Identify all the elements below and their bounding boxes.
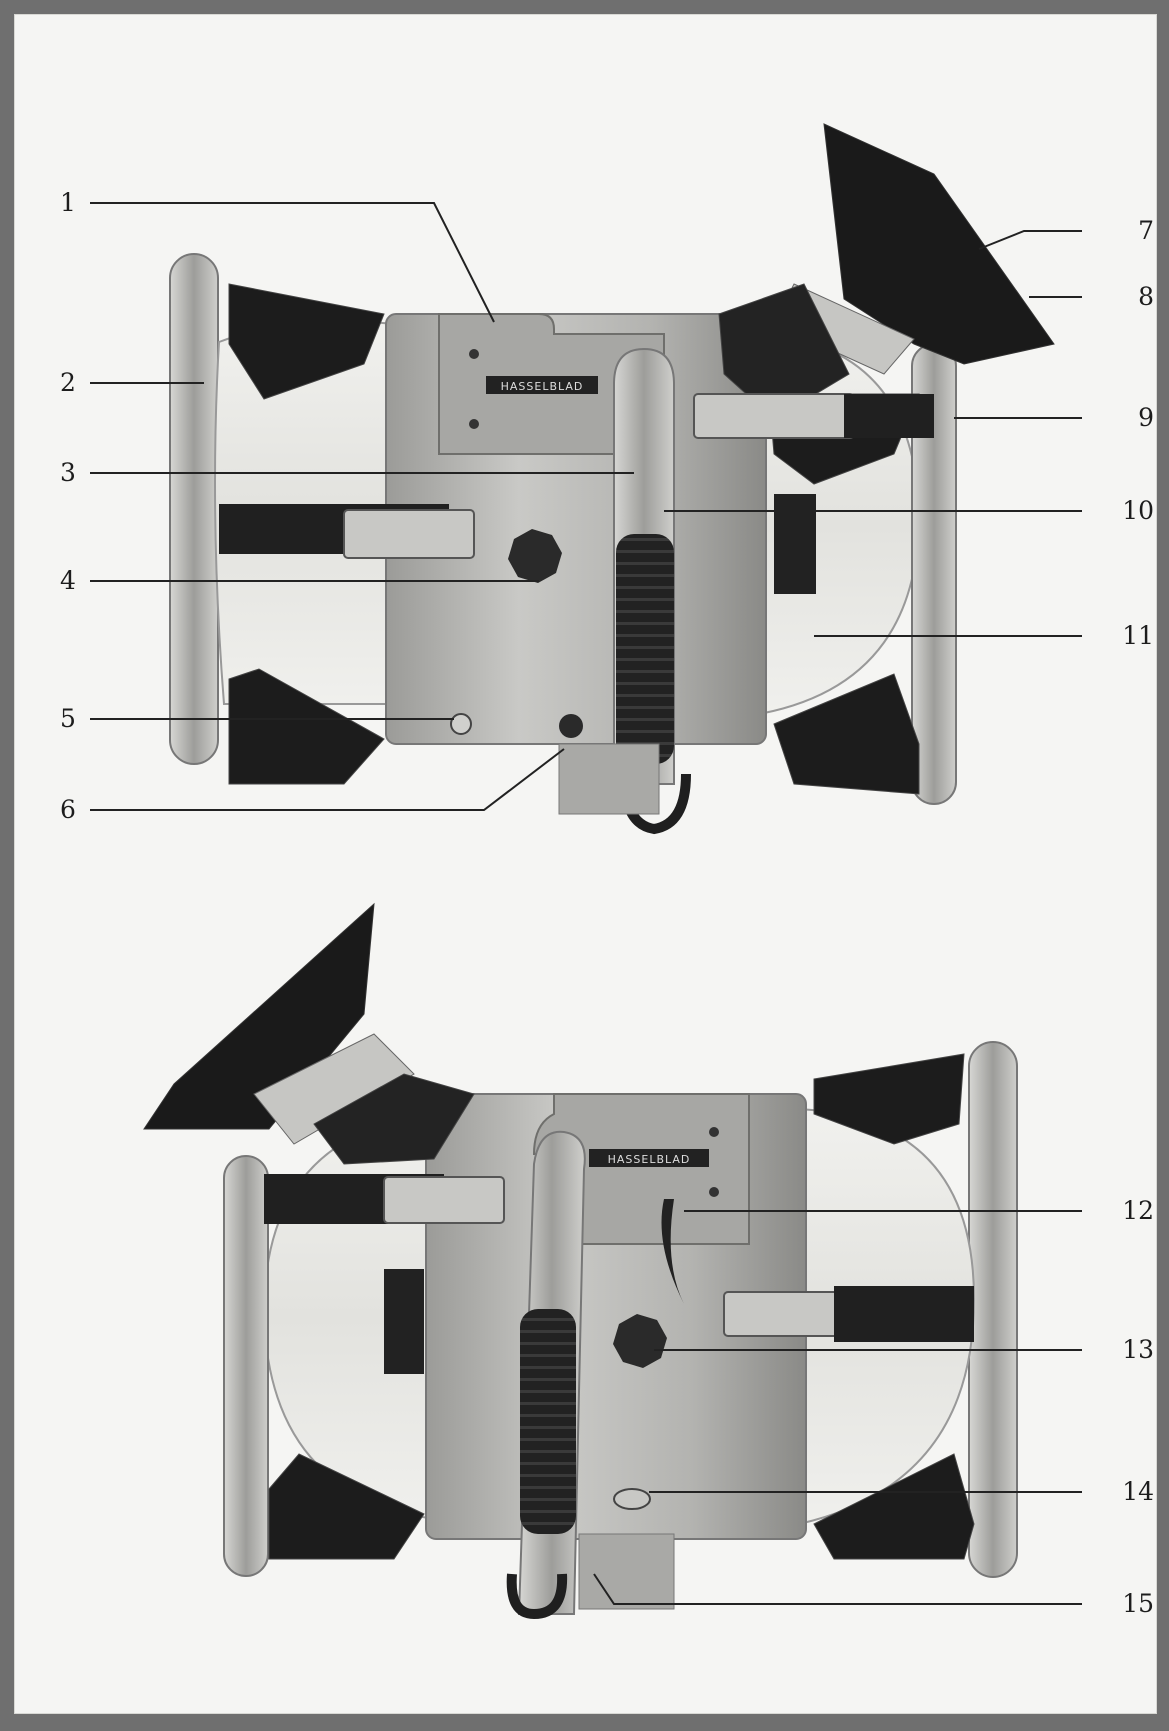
callout-6: 6 xyxy=(60,795,76,824)
callout-8: 8 xyxy=(1138,282,1154,311)
housing-drawing: HASSELBLAD xyxy=(90,123,1082,1620)
top-housing: HASSELBLAD xyxy=(169,123,1055,835)
callout-1: 1 xyxy=(60,188,76,217)
latch-left xyxy=(343,509,475,559)
viewfinder-hood xyxy=(823,123,1055,365)
callout-14: 14 xyxy=(1122,1477,1154,1506)
callout-7: 7 xyxy=(1138,216,1154,245)
bottom-leaders xyxy=(593,1210,1082,1605)
window-right xyxy=(774,494,816,594)
callout-12: 12 xyxy=(1122,1196,1154,1225)
pad-bottom-right xyxy=(773,673,920,795)
end-ring-left xyxy=(169,253,219,765)
callout-9: 9 xyxy=(1138,403,1154,432)
bottom-housing: HASSELBLAD xyxy=(143,902,1018,1620)
callout-5: 5 xyxy=(60,704,76,733)
pad-bottom-left xyxy=(228,668,385,785)
top-leaders xyxy=(90,202,1082,811)
callout-11: 11 xyxy=(1122,621,1154,650)
diagram-page: HASSELBLAD xyxy=(14,14,1157,1714)
callout-3: 3 xyxy=(60,458,76,487)
callout-4: 4 xyxy=(60,566,76,595)
callout-2: 2 xyxy=(60,368,76,397)
callout-15: 15 xyxy=(1122,1589,1154,1618)
handle-grip-top xyxy=(616,534,674,764)
brand-plate-top xyxy=(486,376,598,394)
brand-text-top: HASSELBLAD xyxy=(501,380,584,393)
brand-text-bottom: HASSELBLAD xyxy=(608,1153,691,1166)
callout-10: 10 xyxy=(1122,496,1154,525)
pad-top-left xyxy=(228,283,385,400)
callout-13: 13 xyxy=(1122,1335,1154,1364)
knob-top xyxy=(508,529,562,583)
latch-top-right xyxy=(693,393,855,439)
